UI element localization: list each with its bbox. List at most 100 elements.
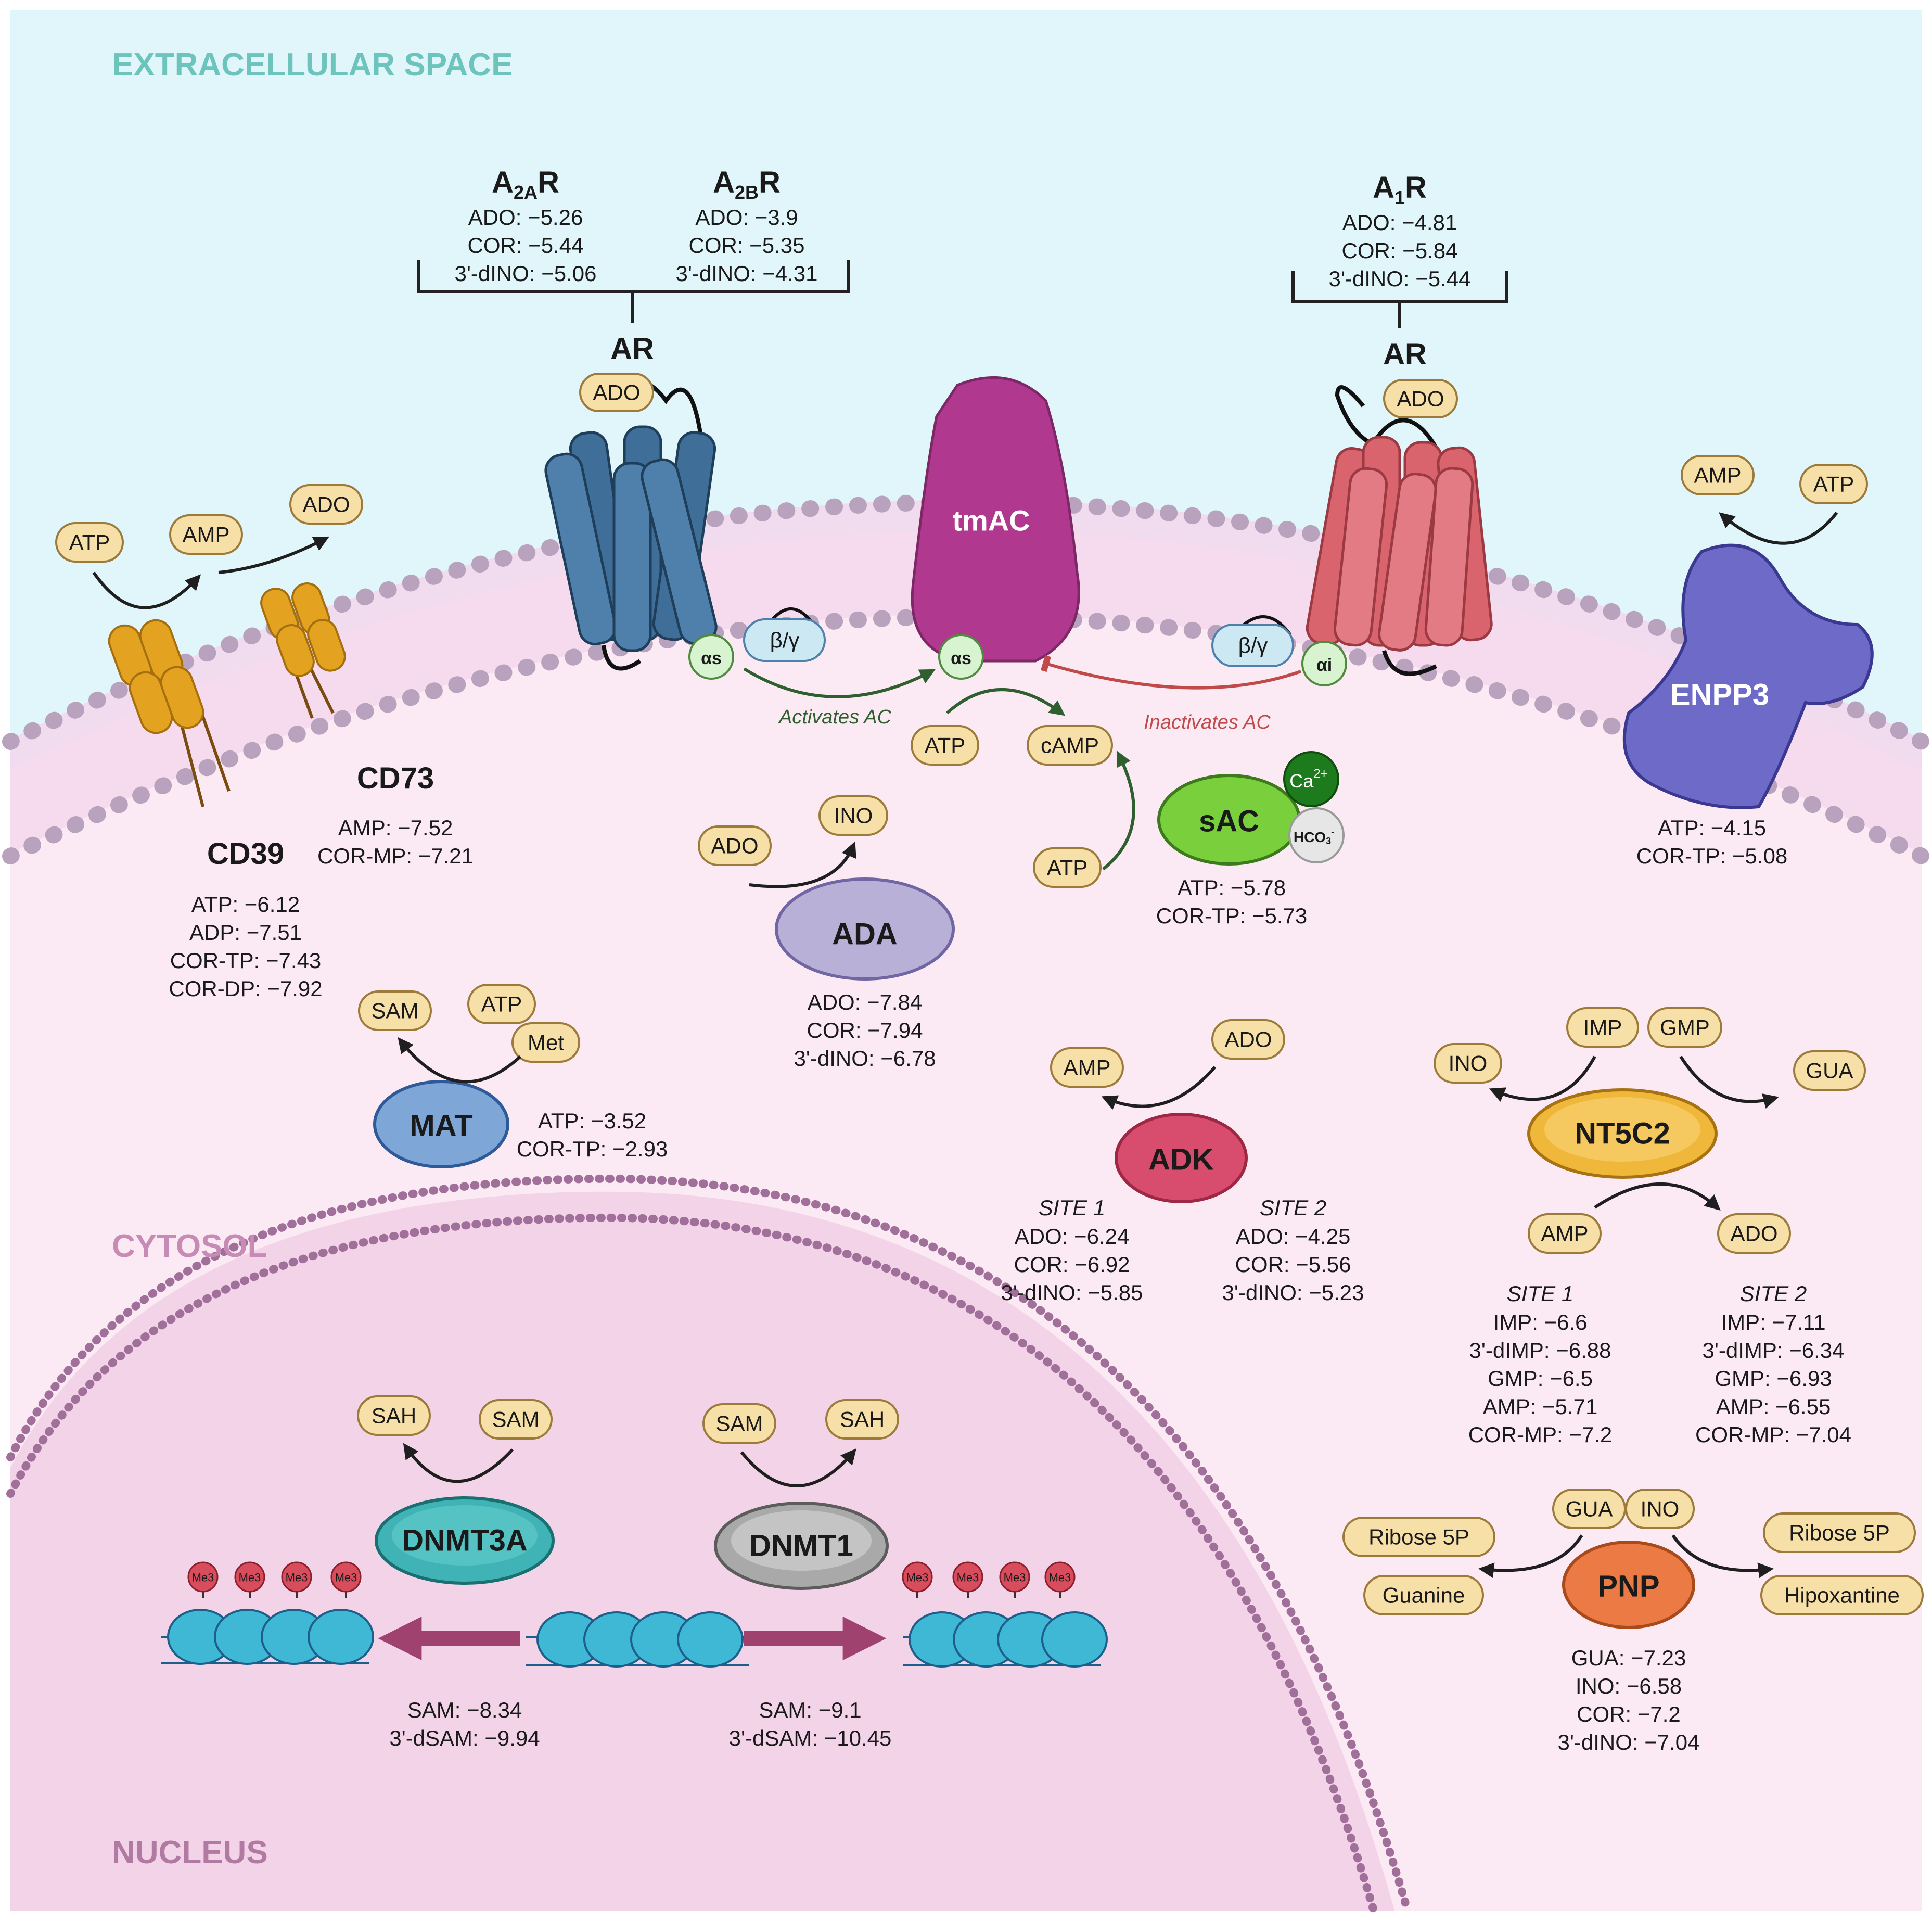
svg-text:SAH: SAH [372, 1404, 416, 1428]
svg-text:Me3: Me3 [335, 1571, 357, 1584]
nt5c2-site1-value-0: IMP: −6.6 [1493, 1310, 1588, 1334]
ada-ino-pill: INO [818, 795, 888, 836]
pnp-value-1: INO: −6.58 [1576, 1674, 1682, 1698]
dnmt3a-sah-pill: SAH [357, 1395, 431, 1436]
dnmt1-value-1: 3'-dSAM: −10.45 [729, 1726, 892, 1750]
svg-text:INO: INO [834, 804, 873, 828]
tmac-label: tmAC [952, 504, 1030, 537]
svg-text:Me3: Me3 [1049, 1571, 1071, 1584]
a1-bracket [1291, 271, 1508, 328]
svg-text:SAM: SAM [371, 999, 418, 1023]
svg-text:αi: αi [1316, 655, 1332, 675]
cd73-value-1: COR-MP: −7.21 [317, 844, 474, 868]
nucleosomes-center [526, 1611, 749, 1668]
cd39-protein [108, 619, 231, 807]
pnp-value-0: GUA: −7.23 [1571, 1646, 1686, 1670]
inactivates-arrow [1041, 655, 1301, 690]
adk-site2-value-2: 3'-dINO: −5.23 [1222, 1280, 1364, 1305]
mat-met-pill: Met [511, 1022, 580, 1063]
cd39-value-3: COR-DP: −7.92 [169, 976, 322, 1001]
dnmt1-value-0: SAM: −9.1 [759, 1698, 861, 1722]
dnmt3a-label: DNMT3A [402, 1524, 528, 1558]
a2b-title: A2BR [713, 166, 781, 203]
tmac-atp-pill: ATP [911, 725, 979, 766]
ada-ado-pill: ADO [698, 825, 772, 866]
svg-text:Me3: Me3 [239, 1571, 261, 1584]
adk-site2-title: SITE 2 [1260, 1195, 1326, 1220]
camp-pill: cAMP [1027, 725, 1113, 766]
enpp3-label: ENPP3 [1670, 678, 1769, 712]
nuclear-envelope-inner [6, 1213, 1378, 1915]
svg-text:ADO: ADO [1224, 1027, 1272, 1052]
a2-bracket [417, 260, 850, 323]
svg-text:Ribose 5P: Ribose 5P [1368, 1525, 1469, 1549]
nt5c2-gmp-pill: GMP [1647, 1007, 1722, 1048]
nucleosomes-left [161, 1609, 374, 1665]
pnp-enzyme: PNP [1562, 1541, 1695, 1629]
svg-text:ATP: ATP [1047, 856, 1088, 880]
ada-value-1: COR: −7.94 [807, 1018, 923, 1042]
nt5c2-label: NT5C2 [1575, 1117, 1670, 1151]
cd39-label: CD39 [207, 837, 284, 871]
svg-text:AMP: AMP [1694, 463, 1741, 488]
nt5c2-amp-pill: AMP [1528, 1213, 1602, 1254]
svg-text:cAMP: cAMP [1041, 733, 1099, 758]
svg-text:INO: INO [1449, 1051, 1488, 1076]
svg-text:AMP: AMP [1063, 1055, 1110, 1080]
adk-site1-value-0: ADO: −6.24 [1015, 1224, 1130, 1249]
cd39-value-0: ATP: −6.12 [191, 892, 300, 917]
svg-text:Ca2+: Ca2+ [1289, 767, 1327, 792]
ecto-amp-pill: AMP [169, 514, 243, 555]
pnp-ino-pill: INO [1625, 1489, 1695, 1529]
a2b-value-0: ADO: −3.9 [695, 205, 798, 230]
ar-right-label: AR [1383, 337, 1427, 371]
svg-text:αs: αs [951, 648, 971, 668]
beta-gamma-left: β/γ [743, 607, 826, 662]
ado-bound-left: ADO [579, 373, 654, 412]
pnp-arrow-left [1478, 1534, 1583, 1579]
a1-value-1: COR: −5.84 [1342, 238, 1458, 263]
ada-arrow [749, 841, 856, 888]
nt5c2-site1-title: SITE 1 [1507, 1281, 1573, 1306]
svg-text:SAM: SAM [715, 1411, 763, 1436]
nt5c2-ino-pill: INO [1434, 1043, 1502, 1084]
a1-receptor-icon [1306, 385, 1493, 676]
nt5c2-site2-value-1: 3'-dIMP: −6.34 [1703, 1338, 1845, 1363]
enpp3-value-1: COR-TP: −5.08 [1636, 844, 1788, 868]
cd73-label: CD73 [357, 761, 434, 795]
svg-text:ATP: ATP [1813, 472, 1854, 497]
svg-text:αs: αs [701, 648, 722, 668]
activates-label: Activates AC [778, 706, 892, 728]
a1-value-0: ADO: −4.81 [1342, 210, 1457, 235]
svg-text:Guanine: Guanine [1383, 1583, 1465, 1608]
a2b-receptor-block: A2BR ADO: −3.9 COR: −5.35 3'-dINO: −4.31 [676, 166, 818, 286]
mat-enzyme: MAT [373, 1080, 509, 1168]
sac-atp-pill: ATP [1033, 847, 1102, 888]
nt5c2-gua-pill: GUA [1793, 1050, 1866, 1091]
svg-text:ADO: ADO [302, 492, 350, 517]
region-nucleus: NUCLEUS [112, 1835, 268, 1871]
alpha-s-tmac: αs [938, 634, 984, 680]
pnp-ribose-right-pill: Ribose 5P [1763, 1512, 1916, 1553]
nt5c2-site2-value-2: GMP: −6.93 [1715, 1366, 1832, 1391]
svg-text:IMP: IMP [1583, 1015, 1622, 1040]
a2a-title: A2AR [492, 166, 559, 203]
a1-title: A1R [1373, 171, 1427, 208]
svg-text:AMP: AMP [1541, 1222, 1588, 1246]
nuclear-envelope-outer [6, 1174, 1412, 1915]
nt5c2-site2-value-4: COR-MP: −7.04 [1695, 1422, 1851, 1447]
a2b-value-2: 3'-dINO: −4.31 [676, 261, 818, 286]
svg-text:GUA: GUA [1565, 1497, 1613, 1521]
bicarbonate-ion: HCO3- [1288, 807, 1345, 863]
pnp-guanine-pill: Guanine [1363, 1575, 1484, 1615]
alpha-i-right: αi [1301, 641, 1347, 686]
adk-enzyme: ADK [1115, 1113, 1248, 1203]
adk-amp-pill: AMP [1050, 1047, 1124, 1088]
svg-text:INO: INO [1641, 1497, 1680, 1521]
ada-value-0: ADO: −7.84 [808, 990, 923, 1014]
nt5c2-site1-value-3: AMP: −5.71 [1483, 1394, 1598, 1419]
adk-label: ADK [1148, 1143, 1214, 1177]
a2a-value-0: ADO: −5.26 [468, 205, 583, 230]
nt5c2-site1-value-4: COR-MP: −7.2 [1468, 1422, 1613, 1447]
